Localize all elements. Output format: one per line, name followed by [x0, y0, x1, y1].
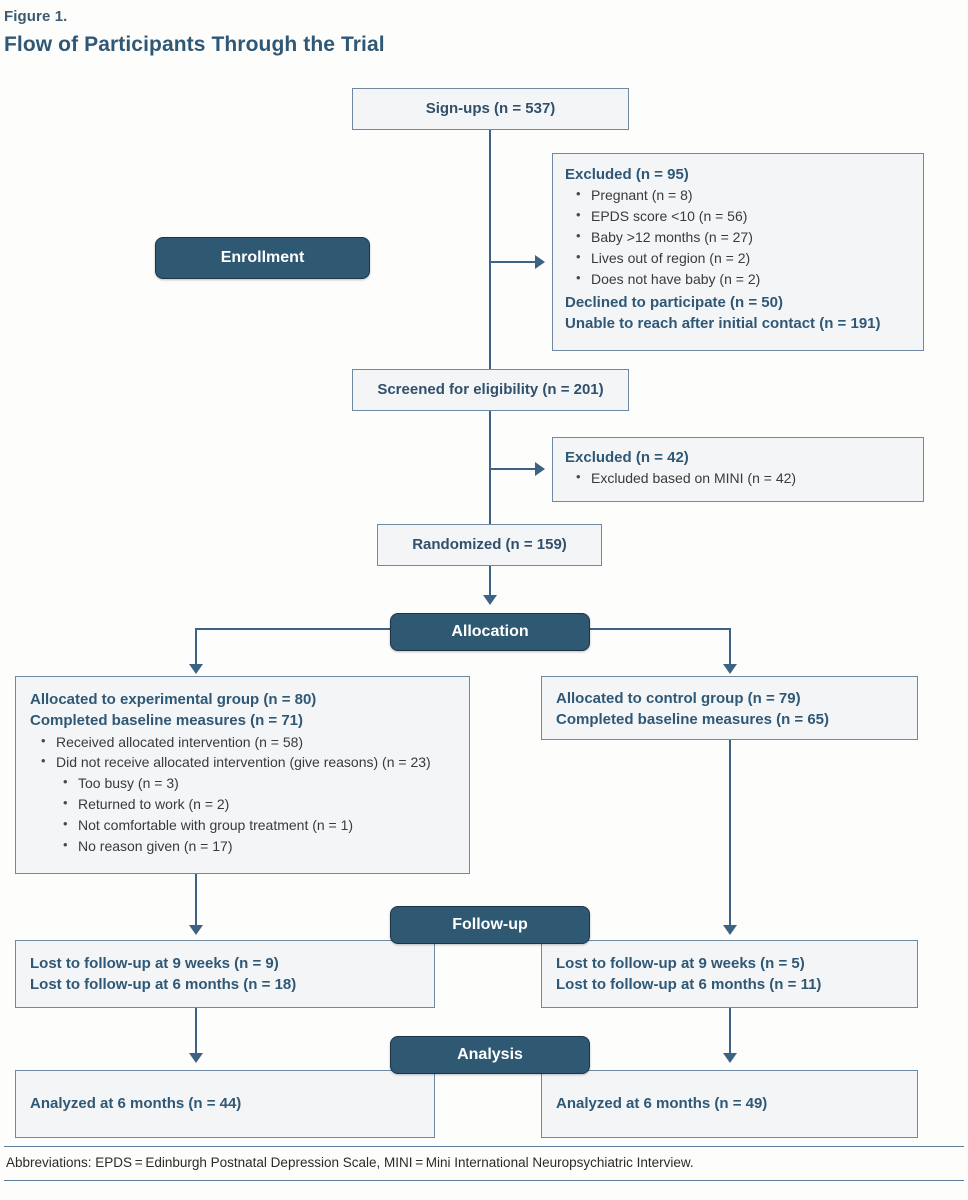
allocated-control-line1: Allocated to control group (n = 79) — [556, 690, 801, 707]
node-analysis-experimental: Analyzed at 6 months (n = 44) — [15, 1070, 435, 1138]
followup-control-line2: Lost to follow-up at 6 months (n = 11) — [556, 976, 822, 994]
connector-allocation-right — [585, 628, 731, 630]
stage-label-enrollment-text: Enrollment — [220, 249, 305, 266]
node-signups-label: Sign-ups (n = 537) — [425, 100, 556, 118]
allocated-experimental-line2: Completed baseline measures (n = 71) — [30, 712, 304, 730]
node-screened: Screened for eligibility (n = 201) — [352, 369, 629, 411]
connector-randomized-to-allocation — [489, 566, 491, 597]
node-followup-experimental: Lost to follow-up at 9 weeks (n = 9) Los… — [15, 940, 435, 1008]
page-title: Flow of Participants Through the Trial — [4, 33, 385, 56]
figure-label: Figure 1. — [4, 8, 68, 25]
list-item: Not comfortable with group treatment (n … — [52, 815, 459, 836]
node-excluded-95: Excluded (n = 95) Pregnant (n = 8) EPDS … — [552, 153, 924, 351]
allocated-experimental-line1: Allocated to experimental group (n = 80) — [30, 691, 317, 708]
arrowhead-experimental-alloc — [189, 664, 203, 674]
list-item: No reason given (n = 17) — [52, 836, 459, 857]
node-allocated-control: Allocated to control group (n = 79) Comp… — [541, 676, 918, 740]
connector-experimental-to-followup — [195, 874, 197, 928]
arrowhead-allocation — [483, 595, 497, 605]
footnote: Abbreviations: EPDS = Edinburgh Postnata… — [6, 1155, 694, 1170]
arrowhead-excluded1 — [535, 255, 545, 269]
stage-label-followup: Follow-up — [390, 906, 590, 944]
excluded-42-reason-list: Excluded based on MINI (n = 42) — [565, 468, 913, 489]
list-item: Does not have baby (n = 2) — [565, 269, 913, 290]
connector-control-to-analysis — [729, 1008, 731, 1056]
excluded-95-reason-list: Pregnant (n = 8) EPDS score <10 (n = 56)… — [565, 185, 913, 290]
node-signups: Sign-ups (n = 537) — [352, 88, 629, 130]
connector-signups-to-excluded1 — [489, 261, 536, 263]
list-item: Did not receive allocated intervention (… — [30, 752, 459, 773]
node-screened-label: Screened for eligibility (n = 201) — [377, 381, 604, 399]
stage-label-allocation-text: Allocation — [451, 623, 529, 640]
arrowhead-experimental-followup — [189, 925, 203, 935]
arrowhead-excluded2 — [535, 462, 545, 476]
node-allocated-experimental: Allocated to experimental group (n = 80)… — [15, 676, 470, 874]
connector-screened-to-excluded2 — [489, 468, 536, 470]
list-item: Pregnant (n = 8) — [565, 185, 913, 206]
footer-rule-top — [4, 1146, 964, 1147]
allocated-experimental-sublist: Too busy (n = 3) Returned to work (n = 2… — [52, 773, 459, 857]
node-followup-control: Lost to follow-up at 9 weeks (n = 5) Los… — [541, 940, 918, 1008]
list-item: EPDS score <10 (n = 56) — [565, 206, 913, 227]
followup-control-line1: Lost to follow-up at 9 weeks (n = 5) — [556, 955, 805, 972]
connector-experimental-to-analysis — [195, 1008, 197, 1056]
node-randomized-label: Randomized (n = 159) — [412, 536, 567, 554]
footer-rule-bottom — [4, 1180, 964, 1181]
connector-control-to-followup — [729, 740, 731, 928]
excluded-95-declined: Declined to participate (n = 50) — [565, 293, 783, 311]
followup-experimental-line1: Lost to follow-up at 9 weeks (n = 9) — [30, 955, 279, 972]
connector-signups-to-screened — [489, 130, 491, 370]
list-item: Returned to work (n = 2) — [52, 794, 459, 815]
connector-screened-to-randomized — [489, 411, 491, 524]
stage-label-analysis-text: Analysis — [457, 1046, 523, 1063]
excluded-95-unreachable: Unable to reach after initial contact (n… — [565, 314, 881, 332]
excluded-42-heading: Excluded (n = 42) — [565, 449, 689, 466]
allocated-control-line2: Completed baseline measures (n = 65) — [556, 711, 830, 729]
connector-allocation-left — [195, 628, 395, 630]
arrowhead-control-followup — [723, 925, 737, 935]
list-item: Lives out of region (n = 2) — [565, 248, 913, 269]
stage-label-followup-text: Follow-up — [452, 916, 528, 933]
list-item: Baby >12 months (n = 27) — [565, 227, 913, 248]
analysis-experimental-label: Analyzed at 6 months (n = 44) — [30, 1095, 242, 1113]
excluded-95-heading: Excluded (n = 95) — [565, 166, 689, 183]
list-item: Received allocated intervention (n = 58) — [30, 732, 459, 753]
node-excluded-42: Excluded (n = 42) Excluded based on MINI… — [552, 437, 924, 502]
connector-allocation-right-down — [729, 628, 731, 668]
analysis-control-label: Analyzed at 6 months (n = 49) — [556, 1095, 768, 1113]
allocated-experimental-list: Received allocated intervention (n = 58)… — [30, 732, 459, 774]
list-item: Excluded based on MINI (n = 42) — [565, 468, 913, 489]
arrowhead-control-alloc — [723, 664, 737, 674]
arrowhead-experimental-analysis — [189, 1053, 203, 1063]
stage-label-analysis: Analysis — [390, 1036, 590, 1074]
stage-label-enrollment: Enrollment — [155, 237, 370, 279]
node-randomized: Randomized (n = 159) — [377, 524, 602, 566]
followup-experimental-line2: Lost to follow-up at 6 months (n = 18) — [30, 976, 297, 994]
stage-label-allocation: Allocation — [390, 613, 590, 651]
node-analysis-control: Analyzed at 6 months (n = 49) — [541, 1070, 918, 1138]
arrowhead-control-analysis — [723, 1053, 737, 1063]
connector-allocation-left-down — [195, 628, 197, 668]
list-item: Too busy (n = 3) — [52, 773, 459, 794]
